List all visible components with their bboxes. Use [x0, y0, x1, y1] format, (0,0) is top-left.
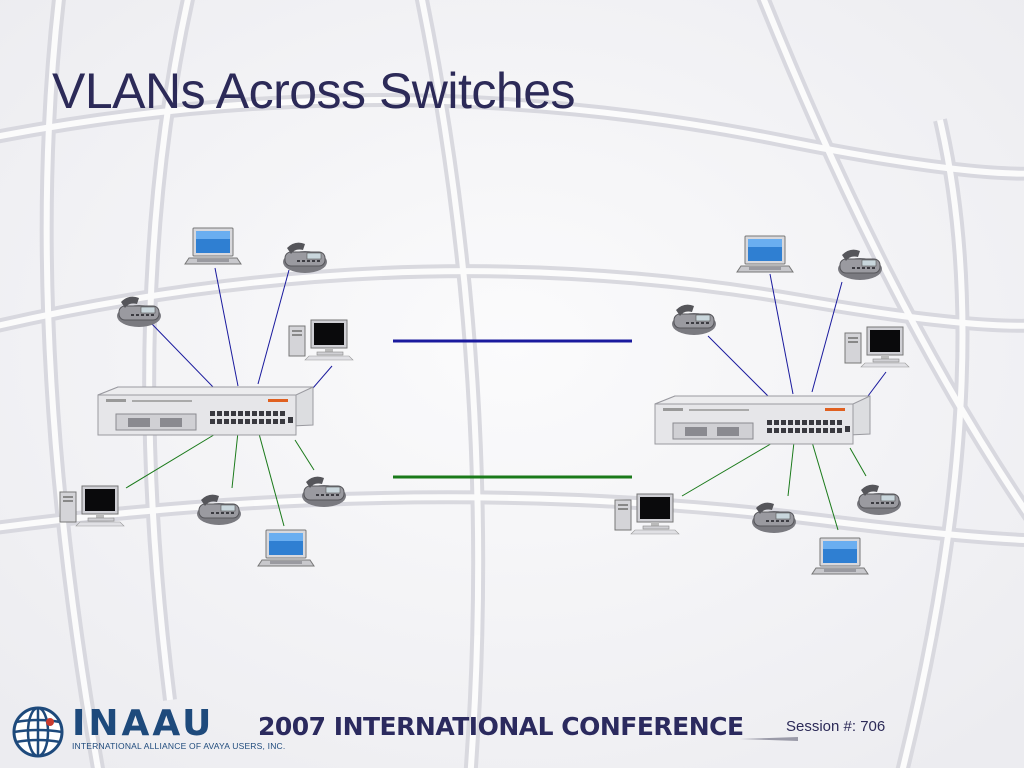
ip-phone-icon [837, 249, 883, 281]
slide-title: VLANs Across Switches [52, 63, 576, 119]
ip-phone-icon [856, 484, 902, 516]
ip-phone-icon [671, 304, 717, 336]
desktop-computer-icon [844, 326, 910, 368]
brand-name: INAAU [72, 703, 215, 744]
conference-title: 2007 INTERNATIONAL CONFERENCE [258, 712, 744, 741]
footer-swoosh [740, 737, 798, 741]
brand-subtitle: INTERNATIONAL ALLIANCE OF AVAYA USERS, I… [72, 741, 286, 751]
ip-phone-icon [301, 476, 347, 508]
session-number: Session #: 706 [786, 718, 886, 735]
laptop-icon [257, 529, 315, 567]
desktop-computer-icon [288, 319, 354, 361]
ip-phone-icon [282, 242, 328, 274]
ip-phone-icon [116, 296, 162, 328]
left-switch-links [125, 267, 333, 527]
right-switch-links [681, 273, 887, 531]
ip-phone-icon [196, 494, 242, 526]
globe-logo-icon [12, 706, 64, 758]
ip-phone-icon [751, 502, 797, 534]
laptop-icon [811, 537, 869, 575]
laptop-icon [184, 227, 242, 265]
left-switch-icon [97, 386, 314, 436]
vlan-diagram [59, 227, 910, 575]
desktop-computer-icon [59, 485, 125, 527]
desktop-computer-icon [614, 493, 680, 535]
right-switch-icon [654, 395, 871, 445]
laptop-icon [736, 235, 794, 273]
